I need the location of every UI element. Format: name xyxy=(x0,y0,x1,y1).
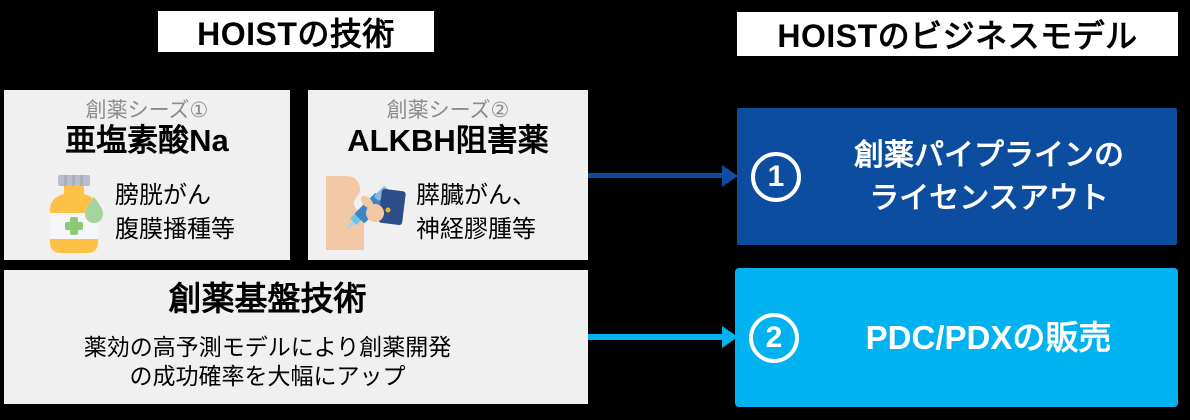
technology-section-title: HOISTの技術 xyxy=(158,11,434,52)
seed-box-1: 創薬シーズ① 亜塩素酸Na 膀胱がん 腹膜播種等 xyxy=(4,90,290,260)
seed-1-indication-line2: 腹膜播種等 xyxy=(115,216,235,243)
seed-1-indications: 膀胱がん 腹膜播種等 xyxy=(115,179,235,247)
seed-1-tag: 創薬シーズ① xyxy=(85,99,209,122)
platform-description: 薬効の高予測モデルにより創薬開発 の成功確率を大幅にアップ xyxy=(4,333,531,391)
business-box-1-label: 創薬パイプラインの ライセンスアウト xyxy=(801,134,1177,220)
seed-2-indications: 膵臓がん、 神経膠腫等 xyxy=(416,179,536,247)
injection-icon xyxy=(326,176,406,250)
seed-2-name: ALKBH阻害薬 xyxy=(347,123,549,158)
arrow-seeds-to-licensing xyxy=(588,173,724,178)
business-box-1-label-line1: 創薬パイプラインの xyxy=(854,138,1124,172)
business-box-pdc-sales: 2 PDC/PDXの販売 xyxy=(735,268,1178,407)
seed-2-indication-line1: 膵臓がん、 xyxy=(416,182,536,209)
arrow-platform-to-pdc-sales-head xyxy=(722,326,738,348)
platform-title: 創薬基盤技術 xyxy=(168,280,367,317)
business-box-2-label: PDC/PDXの販売 xyxy=(865,318,1112,356)
arrow-seeds-to-licensing-head xyxy=(722,165,738,187)
platform-description-line2: の成功確率を大幅にアップ xyxy=(129,363,406,389)
number-badge-1: 1 xyxy=(751,151,801,202)
business-model-section-title: HOISTのビジネスモデル xyxy=(737,12,1178,56)
seed-1-indication-line1: 膀胱がん xyxy=(115,182,211,209)
medicine-bottle-icon xyxy=(50,175,103,253)
seed-1-name: 亜塩素酸Na xyxy=(65,123,229,158)
business-box-licensing: 1 創薬パイプラインの ライセンスアウト xyxy=(737,108,1177,245)
seed-box-2: 創薬シーズ② ALKBH阻害薬 膵臓がん、 神経膠腫等 xyxy=(308,90,588,260)
seed-2-indication-line2: 神経膠腫等 xyxy=(416,216,536,243)
number-badge-2: 2 xyxy=(749,312,799,363)
platform-box: 創薬基盤技術 薬効の高予測モデルにより創薬開発 の成功確率を大幅にアップ xyxy=(4,270,588,404)
platform-description-line1: 薬効の高予測モデルにより創薬開発 xyxy=(83,334,452,360)
seed-2-tag: 創薬シーズ② xyxy=(386,99,510,122)
arrow-platform-to-pdc-sales xyxy=(588,334,724,340)
business-box-1-label-line2: ライセンスアウト xyxy=(869,181,1109,215)
